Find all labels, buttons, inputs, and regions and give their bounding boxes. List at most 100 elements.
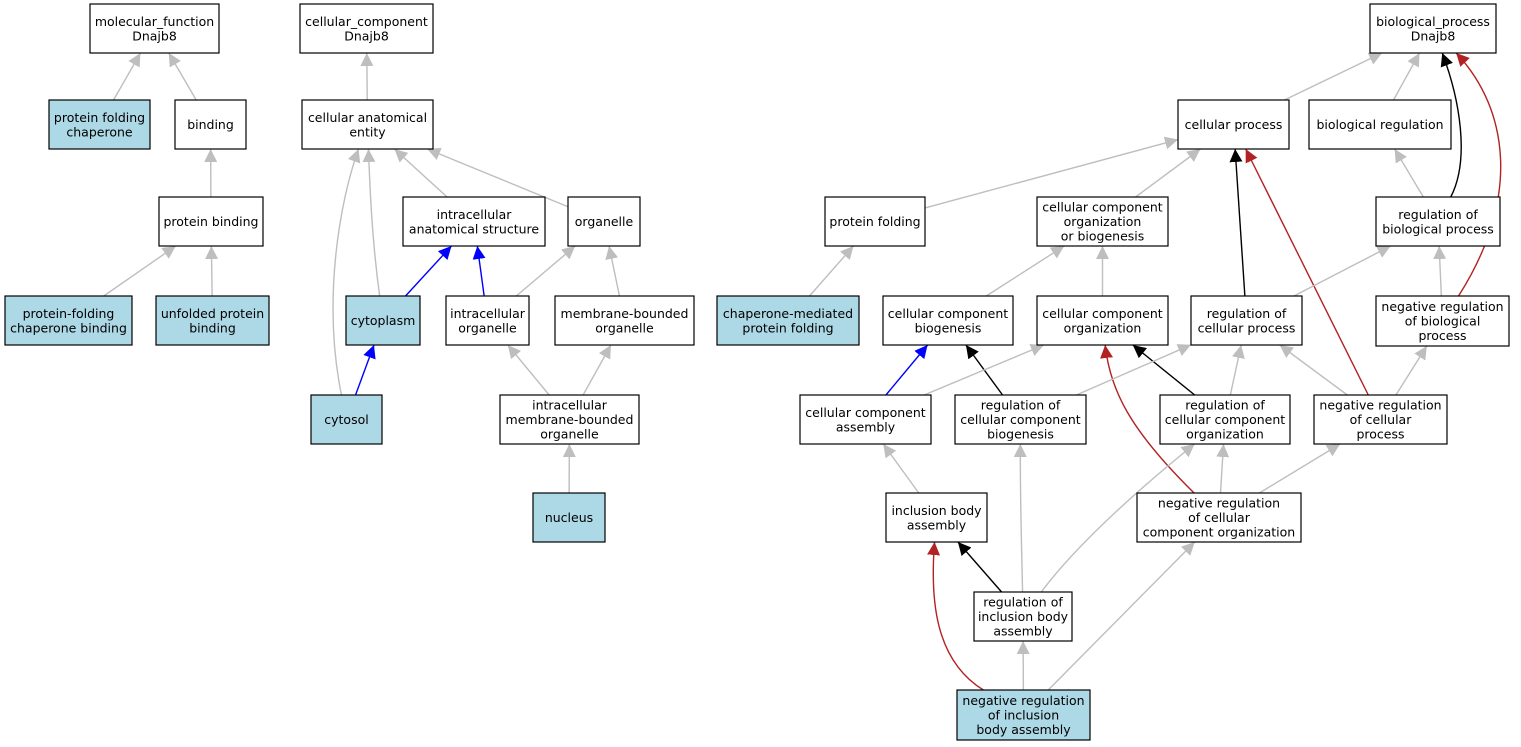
edge-is-a-protein-folding-chaperone-to-mf-root (112, 52, 142, 101)
node-label-line: Dnajb8 (1411, 28, 1456, 43)
node-label-line: negative regulation (1158, 496, 1280, 511)
node-label-line: membrane-bounded (506, 412, 634, 427)
edge-is-a-intracellular-membrane-bounded-organelle-to-intracellular-organelle (507, 344, 550, 396)
node-label-line: intracellular (532, 398, 608, 413)
edge-is-a-cc-biogenesis-to-cc-org-or-biogenesis (985, 245, 1065, 297)
node-label-line: protein folding (742, 320, 833, 335)
node-label-line: process (1356, 427, 1404, 442)
go-term-node-organelle[interactable]: organelle (567, 196, 641, 247)
go-term-node-binding[interactable]: binding (174, 99, 247, 150)
edge-negatively-regulates-neg-reg-cellular-process-to-cellular-process (1245, 148, 1369, 396)
node-box (1177, 99, 1290, 150)
node-box (1369, 3, 1497, 54)
edge-part-of-cytoplasm-to-intracellular-anatomical-structure (405, 245, 452, 297)
edge-is-a-unfolded-protein-binding-to-protein-binding (205, 245, 219, 297)
node-label-line: biogenesis (987, 427, 1054, 442)
edge-is-a-intracellular-anatomical-structure-to-cellular-anatomical-entity (393, 148, 448, 198)
node-label-line: binding (189, 320, 236, 335)
node-box (499, 394, 640, 445)
edge-is-a-protein-folding-chaperone-binding-to-protein-binding (103, 245, 177, 297)
node-box (158, 196, 264, 247)
node-label-line: cellular component (1042, 200, 1162, 215)
node-label-line: cellular component (960, 412, 1080, 427)
edge-is-a-reg-inclusion-body-assembly-to-reg-cc-organization (1040, 443, 1196, 593)
node-label-line: of biological (1405, 314, 1481, 329)
node-box (1159, 394, 1291, 445)
edge-is-a-regulation-of-biological-process-to-biological-regulation (1394, 148, 1424, 198)
node-label-line: organelle (540, 427, 599, 442)
node-label-line: or biogenesis (1061, 229, 1145, 244)
node-box (956, 689, 1091, 741)
node-box (973, 591, 1073, 642)
go-term-node-cytosol[interactable]: cytosol (310, 394, 383, 445)
edge-is-a-reg-inclusion-body-assembly-to-reg-cc-biogenesis (1013, 443, 1027, 593)
node-label-line: of cellular (1188, 510, 1251, 525)
go-term-node-protein-binding[interactable]: protein binding (158, 196, 264, 247)
edge-is-a-reg-cc-organization-to-regulation-of-cellular-process (1229, 344, 1245, 396)
node-label-line: inclusion body (978, 609, 1069, 624)
go-term-node-biological-regulation[interactable]: biological regulation (1308, 99, 1452, 150)
node-box (1375, 295, 1510, 347)
edge-part-of-cytosol-to-cytoplasm (354, 344, 376, 396)
edge-is-a-reg-cc-biogenesis-to-regulation-of-cellular-process (1076, 344, 1192, 396)
node-label-line: protein folding (54, 110, 145, 125)
edge-is-a-protein-folding-to-cellular-process (924, 136, 1179, 209)
node-box (1308, 99, 1452, 150)
edge-is-a-inclusion-body-assembly-to-cc-assembly (882, 443, 920, 494)
go-term-node-protein-folding[interactable]: protein folding (824, 196, 926, 247)
edge-is-a-cc-assembly-to-cc-organization (923, 344, 1045, 396)
edge-is-a-cc-org-or-biogenesis-to-cellular-process (1135, 148, 1201, 198)
node-box (299, 3, 434, 54)
edge-is-a-neg-reg-inclusion-body-assembly-to-neg-reg-cc-organization (1047, 541, 1196, 691)
node-box (310, 394, 383, 445)
node-label-line: cellular_component (305, 14, 428, 29)
node-label-line: of cellular (1350, 412, 1413, 427)
node-label-line: chaperone-mediated (723, 306, 853, 321)
node-label-line: entity (349, 124, 386, 139)
node-box (1136, 492, 1302, 543)
node-box (799, 394, 932, 445)
node-label-line: protein binding (163, 214, 258, 229)
edge-is-a-chaperone-mediated-protein-folding-to-protein-folding (809, 245, 854, 297)
go-term-node-cytoplasm[interactable]: cytoplasm (345, 295, 421, 346)
node-label-line: chaperone binding (10, 320, 127, 335)
go-term-node-cellular-process[interactable]: cellular process (1177, 99, 1290, 150)
node-label-line: organelle (458, 320, 517, 335)
node-label-line: cellular process (1185, 117, 1283, 132)
node-box (1375, 196, 1501, 247)
node-label-line: Dnajb8 (132, 28, 177, 43)
node-box (345, 295, 421, 346)
edge-is-a-neg-reg-cc-organization-to-reg-cc-organization (1216, 443, 1230, 494)
node-box (567, 196, 641, 247)
edge-is-a-membrane-bounded-organelle-to-organelle (605, 245, 621, 297)
edge-is-a-intracellular-organelle-to-organelle (515, 245, 576, 297)
go-term-node-nucleus[interactable]: nucleus (532, 492, 606, 543)
edge-regulates-reg-inclusion-body-assembly-to-inclusion-body-assembly (957, 541, 1003, 593)
